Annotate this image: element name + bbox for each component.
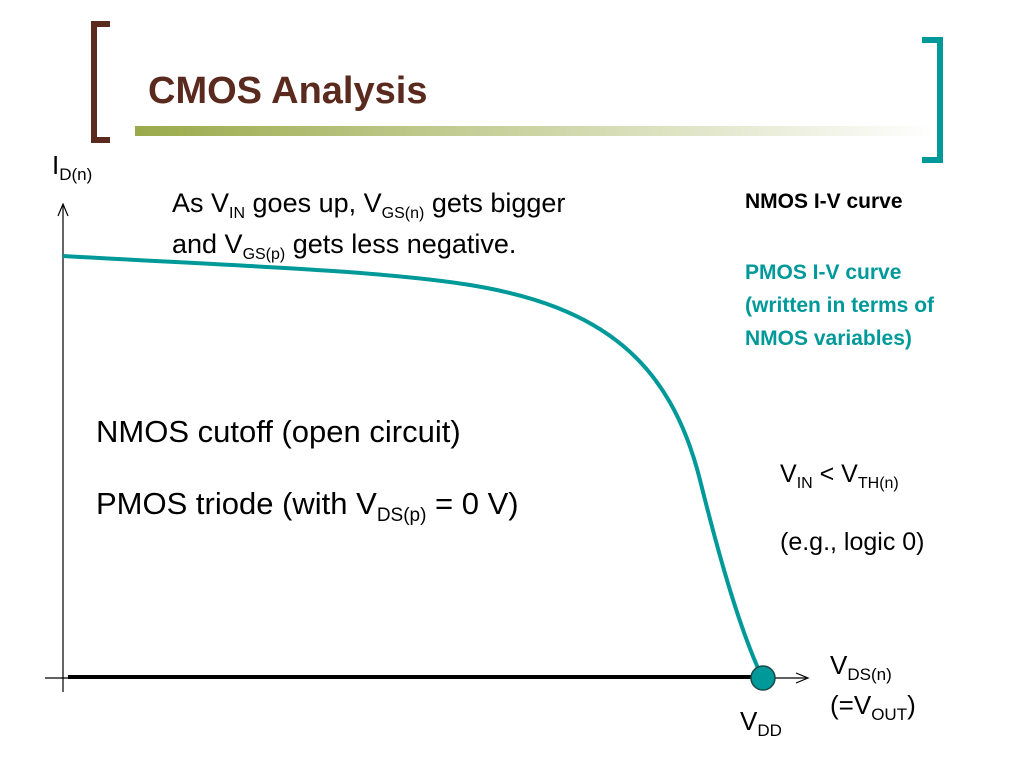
y-axis-arrow-icon <box>57 202 69 217</box>
vin-note-line2: and VGS(p) gets less negative. <box>172 224 565 265</box>
x-axis-label: VDS(n) <box>830 650 892 684</box>
note-l1-s1: IN <box>229 205 246 222</box>
x-axis-marker-vdd: VDD <box>740 706 782 740</box>
x-axis-note-open: (=V <box>830 690 872 720</box>
x-axis-label-main: V <box>830 650 848 680</box>
note-l1-p2: goes up, V <box>245 188 382 218</box>
legend-pmos-line3: NMOS variables) <box>745 327 912 350</box>
title-underline <box>135 126 935 136</box>
pmos-state-p1: PMOS triode (with V <box>96 486 377 521</box>
y-axis-label: ID(n) <box>52 150 93 184</box>
logic-example: (e.g., logic 0) <box>780 528 925 556</box>
note-l2-s1: GS(p) <box>242 246 286 263</box>
cond-s2: TH(n) <box>857 475 899 492</box>
note-l2-p1: and V <box>172 229 243 259</box>
left-bracket-icon <box>91 21 110 143</box>
legend-pmos-line1: PMOS I-V curve <box>745 261 902 284</box>
cond-p1: V <box>780 460 797 488</box>
x-axis-arrow-icon <box>795 672 810 684</box>
pmos-state: PMOS triode (with VDS(p) = 0 V) <box>96 486 519 525</box>
legend-nmos-curve: NMOS I-V curve <box>745 190 903 213</box>
pmos-iv-curve <box>62 254 764 678</box>
vdd-sub: DD <box>757 721 782 740</box>
operating-point-icon <box>750 665 776 691</box>
note-l1-s2: GS(n) <box>381 205 425 222</box>
cond-p2: < V <box>812 460 858 488</box>
y-axis-label-main: I <box>52 150 60 180</box>
legend-pmos-curve: PMOS I-V curve (written in terms of NMOS… <box>745 256 934 355</box>
y-axis-label-sub: D(n) <box>59 165 93 184</box>
vin-note: As VIN goes up, VGS(n) gets bigger and V… <box>172 183 565 265</box>
note-l2-p2: gets less negative. <box>285 229 517 259</box>
page-title: CMOS Analysis <box>148 70 428 112</box>
legend-pmos-line2: (written in terms of <box>745 294 935 317</box>
note-l1-p1: As V <box>172 188 230 218</box>
x-axis-label-note: (=VOUT) <box>830 690 916 724</box>
x-axis-note-sub: OUT <box>871 705 908 724</box>
right-bracket-icon <box>922 37 943 163</box>
pmos-state-p2: = 0 V) <box>426 486 519 521</box>
pmos-state-sub: DS(p) <box>376 505 427 526</box>
x-axis-label-sub: DS(n) <box>847 665 892 684</box>
input-condition: VIN < VTH(n) <box>780 460 899 492</box>
note-l1-p3: gets bigger <box>424 188 566 218</box>
vin-note-line1: As VIN goes up, VGS(n) gets bigger <box>172 183 565 224</box>
cond-s1: IN <box>796 475 813 492</box>
nmos-state: NMOS cutoff (open circuit) <box>96 414 461 449</box>
x-axis-note-close: ) <box>907 690 916 720</box>
vdd-main: V <box>740 706 758 736</box>
